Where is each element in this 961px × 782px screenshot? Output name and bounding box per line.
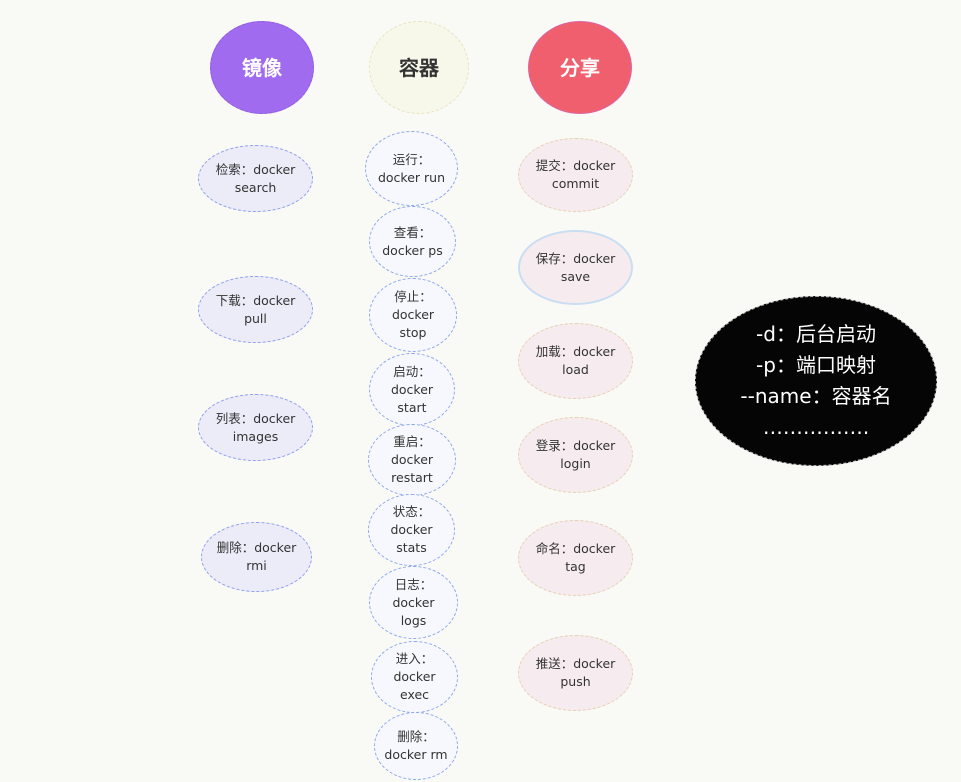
container-command-logs: 日志： docker logs [369,566,458,639]
container-command-exec: 进入： docker exec [371,641,458,713]
container-command-stop: 停止： docker stop [369,278,457,352]
share-command-save: 保存：docker save [518,230,633,305]
share-command-tag: 命名：docker tag [518,520,633,596]
share-command-commit: 提交：docker commit [518,138,633,212]
share-command-load: 加载：docker load [518,323,633,399]
header-container: 容器 [369,21,469,114]
header-image: 镜像 [210,21,314,114]
container-command-restart: 重启： docker restart [368,424,456,496]
image-command-search: 检索：docker search [198,145,313,212]
container-command-rm: 删除： docker rm [374,712,458,780]
image-command-rmi: 删除：docker rmi [201,522,312,592]
share-command-push: 推送：docker push [518,635,633,711]
share-command-login: 登录：docker login [518,417,633,493]
image-command-pull: 下载：docker pull [198,276,313,343]
container-options-note: -d：后台启动 -p：端口映射 --name：容器名 ……………. [695,296,937,466]
container-command-start: 启动： docker start [369,353,455,426]
container-command-ps: 查看： docker ps [369,206,456,277]
container-command-run: 运行： docker run [365,131,458,206]
container-command-stats: 状态： docker stats [368,494,455,566]
header-share: 分享 [528,21,632,114]
image-command-images: 列表：docker images [198,394,313,461]
